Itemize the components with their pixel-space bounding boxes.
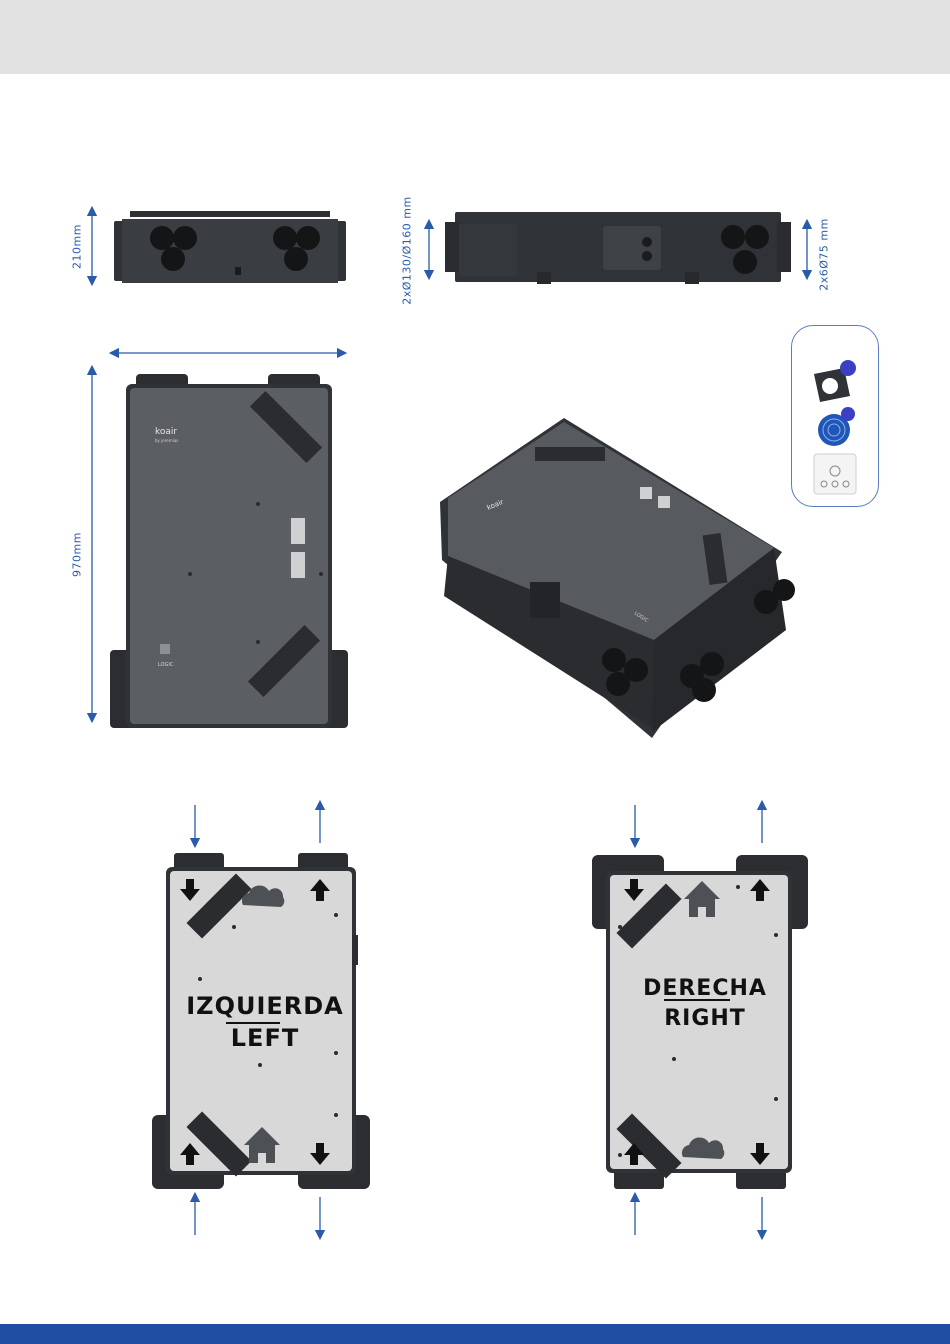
front-view-diagram	[60, 195, 360, 295]
left-config-subtitle: LEFT	[170, 1024, 360, 1052]
brand-logo-top: koair	[155, 427, 177, 437]
brand-logo-sub-top: by jeremias	[155, 438, 178, 443]
isometric-view-diagram: koair LOGIC	[430, 410, 810, 750]
footer-band	[0, 1324, 950, 1344]
right-config-title: DERECHA	[620, 976, 790, 1001]
duct-adapter-icon	[814, 360, 856, 402]
right-config-subtitle: RIGHT	[620, 1006, 790, 1031]
accessories-illustration	[792, 326, 878, 506]
small-outlet-dimension-label: 2x6Ø75 mm	[818, 215, 831, 295]
outlet-dimension-label: 2xØ130/Ø160 mm	[401, 196, 414, 306]
height-dimension-label: 210mm	[71, 222, 84, 272]
left-configuration-diagram	[140, 795, 390, 1245]
top-view-diagram: koair by jeremias LOGIC	[80, 340, 360, 740]
connector-panel	[603, 226, 661, 270]
header-band	[0, 0, 950, 74]
side-view-diagram	[415, 200, 845, 290]
model-badge-top: LOGIC	[158, 662, 174, 668]
left-config-title: IZQUIERDA	[170, 992, 360, 1020]
flexible-duct-icon	[818, 407, 855, 446]
length-dimension-label: 970mm	[71, 530, 84, 580]
accessories-panel	[791, 325, 879, 507]
control-panel-icon	[814, 454, 856, 494]
